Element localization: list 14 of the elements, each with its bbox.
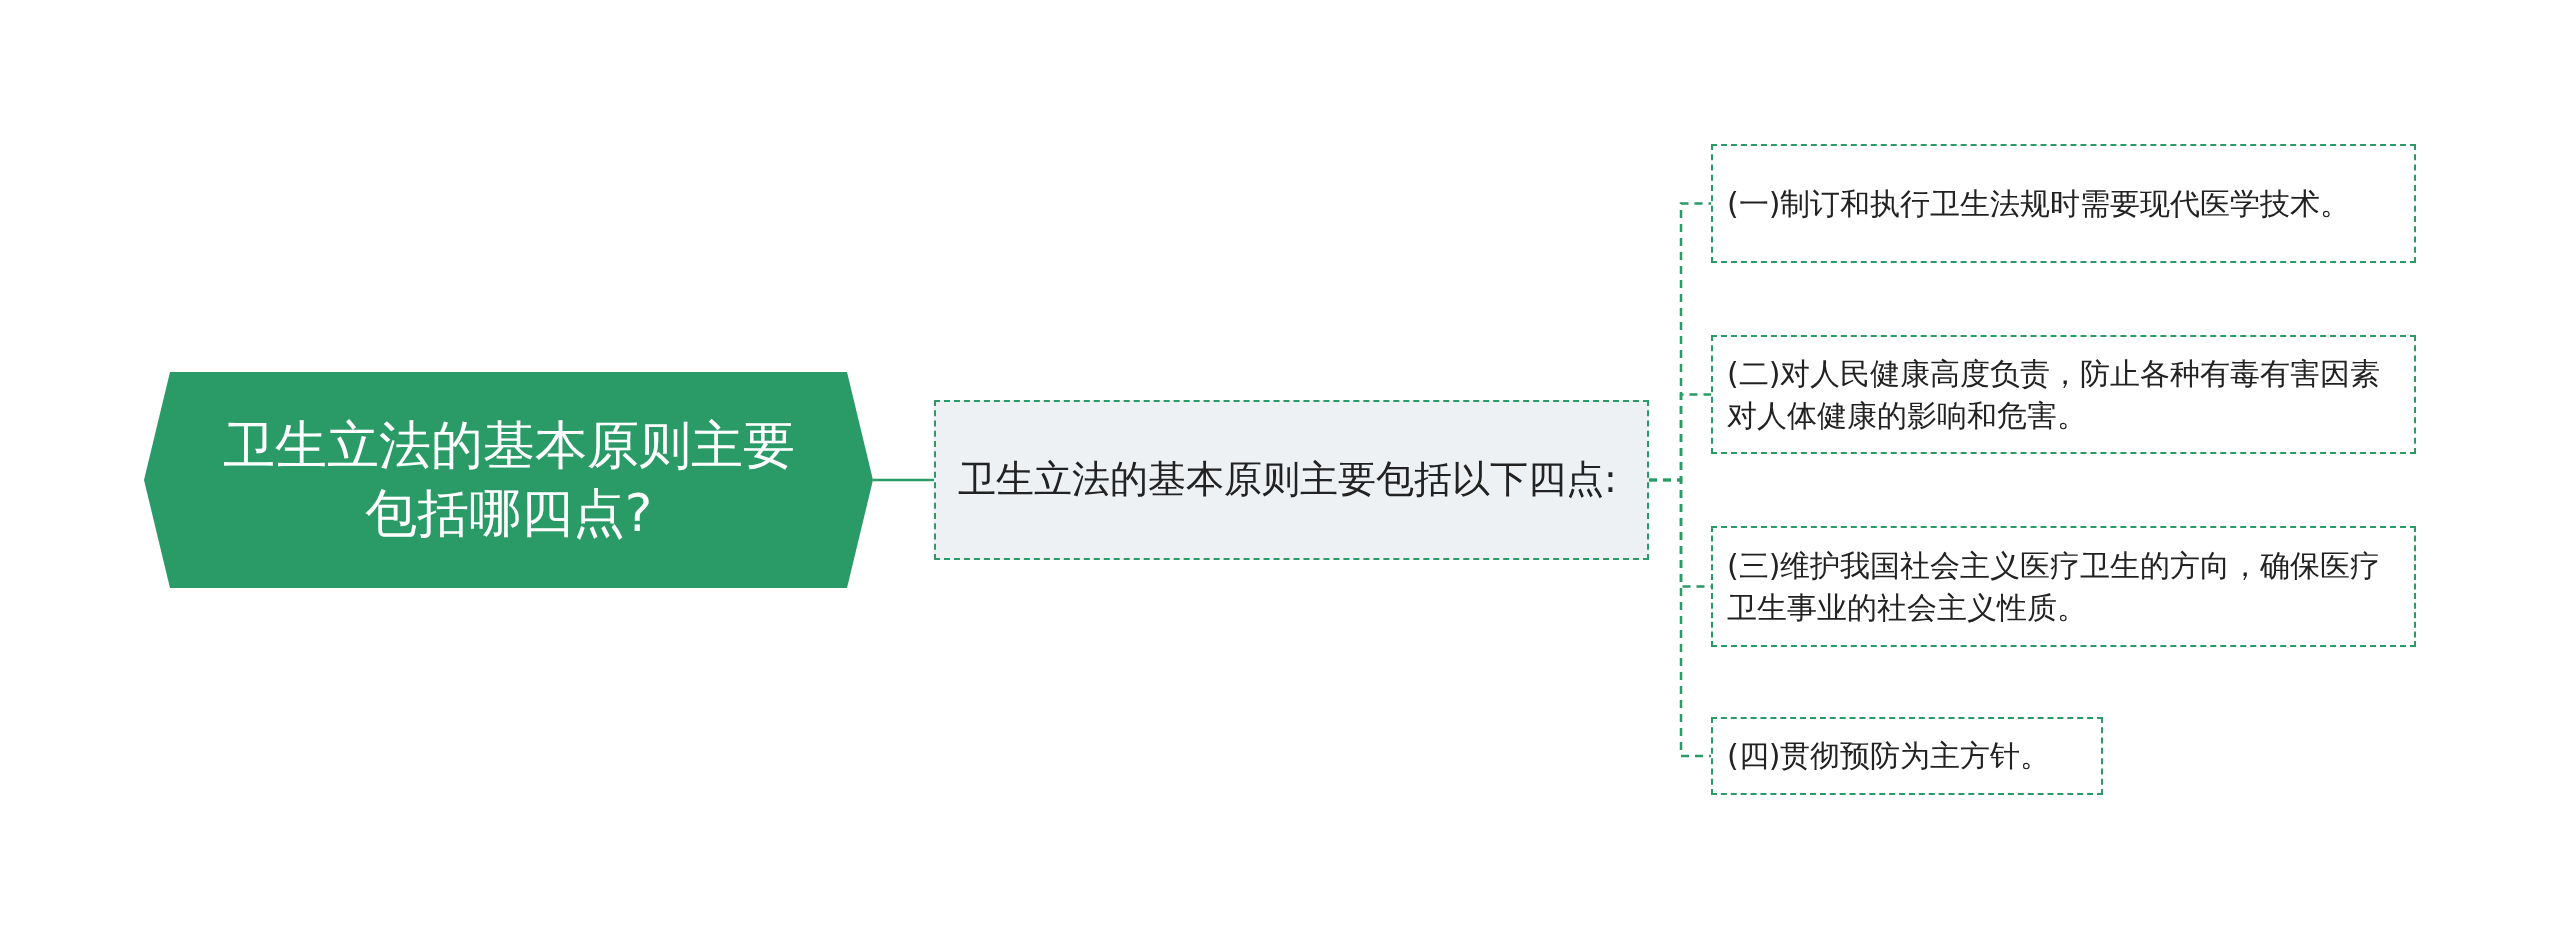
topic-hexagon [144, 372, 873, 588]
node-text: (二)对人民健康高度负责，防止各种有毒有害因素对人体健康的影响和危害。 [1727, 354, 2382, 435]
point-box [1711, 144, 2416, 263]
subtopic-box [934, 400, 1649, 560]
node-text: 卫生立法的基本原则主要包括哪四点? [221, 414, 796, 545]
point-box [1711, 717, 2103, 795]
point-box [1711, 526, 2416, 647]
connector-line [1649, 478, 1711, 758]
node-text: 卫生立法的基本原则主要包括以下四点: [958, 456, 1617, 504]
point-box [1711, 335, 2416, 454]
node-text: (三)维护我国社会主义医疗卫生的方向，确保医疗卫生事业的社会主义性质。 [1727, 546, 2382, 627]
node-text: (一)制订和执行卫生法规时需要现代医学技术。 [1727, 184, 2351, 223]
node-text: (四)贯彻预防为主方针。 [1727, 737, 2051, 775]
connector-line [873, 478, 934, 482]
